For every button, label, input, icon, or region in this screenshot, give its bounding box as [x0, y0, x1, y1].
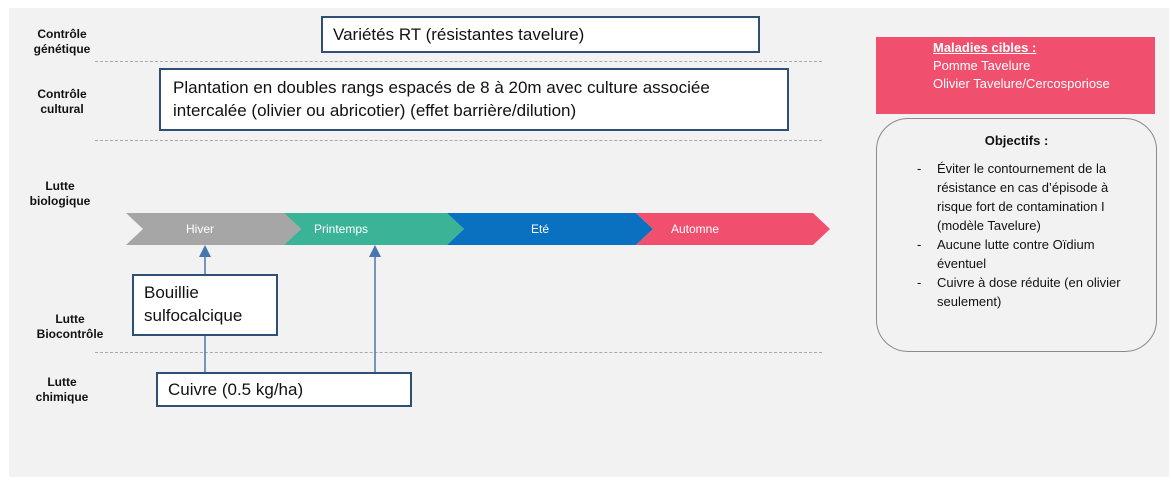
box-plantation-doubles-rangs: Plantation en doubles rangs espacés de 8… — [159, 68, 789, 131]
row-label-controle-genetique: Contrôle génétique — [33, 27, 91, 56]
objectifs-box: Objectifs : Éviter le contournement de l… — [876, 118, 1157, 352]
row-label-lutte-chimique: Lutte chimique — [35, 375, 89, 404]
separator-biocontrole-chimique — [95, 352, 822, 353]
box-bouillie-sulfocalcique: Bouillie sulfocalcique — [132, 274, 278, 336]
box-varietes-rt: Variétés RT (résistantes tavelure) — [321, 16, 760, 53]
season-label-automne: Automne — [670, 222, 720, 236]
row-label-controle-cultural: Contrôle cultural — [37, 87, 87, 116]
season-label-hiver: Hiver — [185, 222, 214, 236]
season-label-printemps: Printemps — [313, 222, 369, 236]
maladies-cibles-box: Maladies cibles : Pomme Tavelure Olivier… — [876, 37, 1155, 114]
maladies-cibles-title: Maladies cibles : — [933, 40, 1037, 55]
objectifs-list: Éviter le contournement de la résistance… — [913, 159, 1145, 311]
objectif-item: Aucune lutte contre Oïdium éventuel — [913, 235, 1145, 273]
separator-genetique-cultural — [95, 61, 822, 62]
objectif-item: Cuivre à dose réduite (en olivier seulem… — [913, 273, 1145, 311]
objectifs-title: Objectifs : — [984, 133, 1049, 148]
objectif-item: Éviter le contournement de la résistance… — [913, 159, 1145, 235]
separator-cultural-biologique — [95, 140, 822, 141]
box-cuivre: Cuivre (0.5 kg/ha) — [156, 372, 412, 407]
row-label-lutte-biocontrole: Lutte Biocontrôle — [36, 312, 104, 341]
row-label-lutte-biologique: Lutte biologique — [29, 179, 91, 208]
maladies-cibles-pomme: Pomme Tavelure — [933, 58, 1031, 73]
season-label-ete: Eté — [530, 222, 549, 236]
maladies-cibles-olivier: Olivier Tavelure/Cercosporiose — [933, 76, 1110, 91]
